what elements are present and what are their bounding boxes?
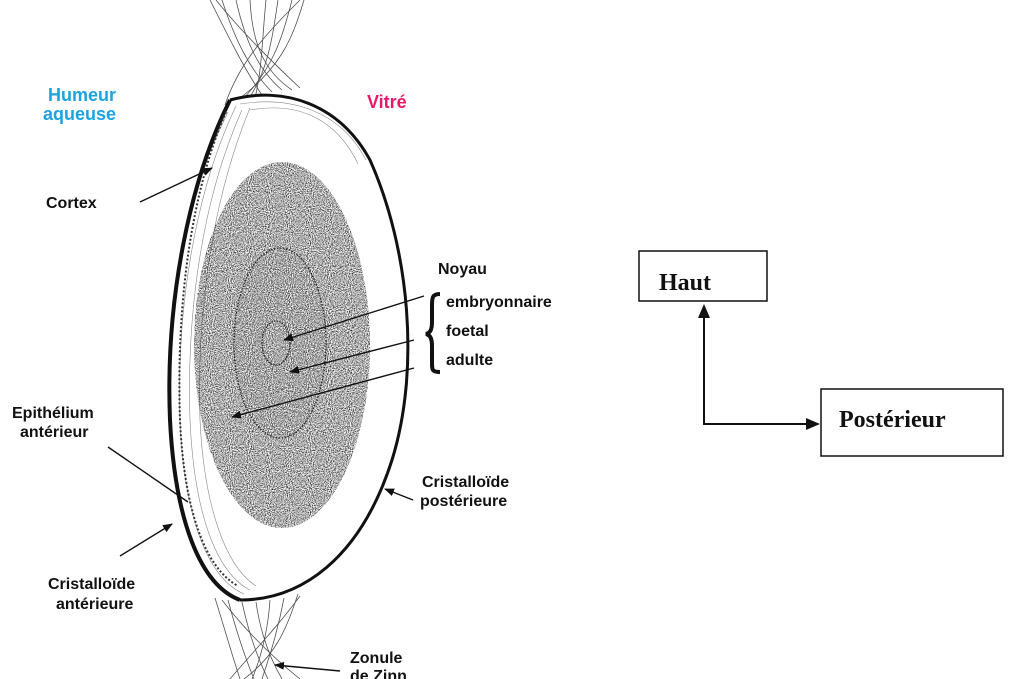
noyau-label: Noyau	[438, 261, 487, 278]
right-arrowhead	[806, 418, 820, 430]
crist-post-pointer	[385, 489, 413, 500]
orientation-axes	[704, 312, 809, 424]
embryonnaire-label: embryonnaire	[446, 294, 552, 311]
zonule-pointer	[275, 665, 340, 671]
epithelium-label-1: Epithélium	[12, 405, 94, 422]
zonule-label-2: de Zinn	[350, 668, 407, 679]
crist-ant-pointer	[120, 524, 172, 556]
crist-post-label-2: postérieure	[420, 493, 507, 510]
adulte-label: adulte	[446, 352, 493, 369]
crist-post-label-1: Cristalloïde	[422, 474, 509, 491]
posterieur-label: Postérieur	[839, 407, 946, 433]
humeur-label-1: Humeur	[48, 85, 116, 105]
epithelium-label-2: antérieur	[20, 424, 88, 441]
foetal-label: foetal	[446, 323, 489, 340]
zonule-label-1: Zonule	[350, 650, 403, 667]
cortex-label: Cortex	[46, 195, 97, 212]
up-arrowhead	[698, 304, 710, 318]
nucleus-brace	[426, 294, 440, 372]
humeur-label-2: aqueuse	[43, 104, 116, 124]
vitre-label: Vitré	[367, 92, 407, 112]
nucleus-embryonic	[262, 321, 290, 365]
crist-ant-label-1: Cristalloïde	[48, 576, 135, 593]
zonule-fibers-top	[210, 0, 304, 105]
haut-label: Haut	[659, 270, 711, 296]
orientation-indicator: Haut Postérieur	[639, 251, 1003, 456]
crist-ant-label-2: antérieure	[56, 596, 133, 613]
